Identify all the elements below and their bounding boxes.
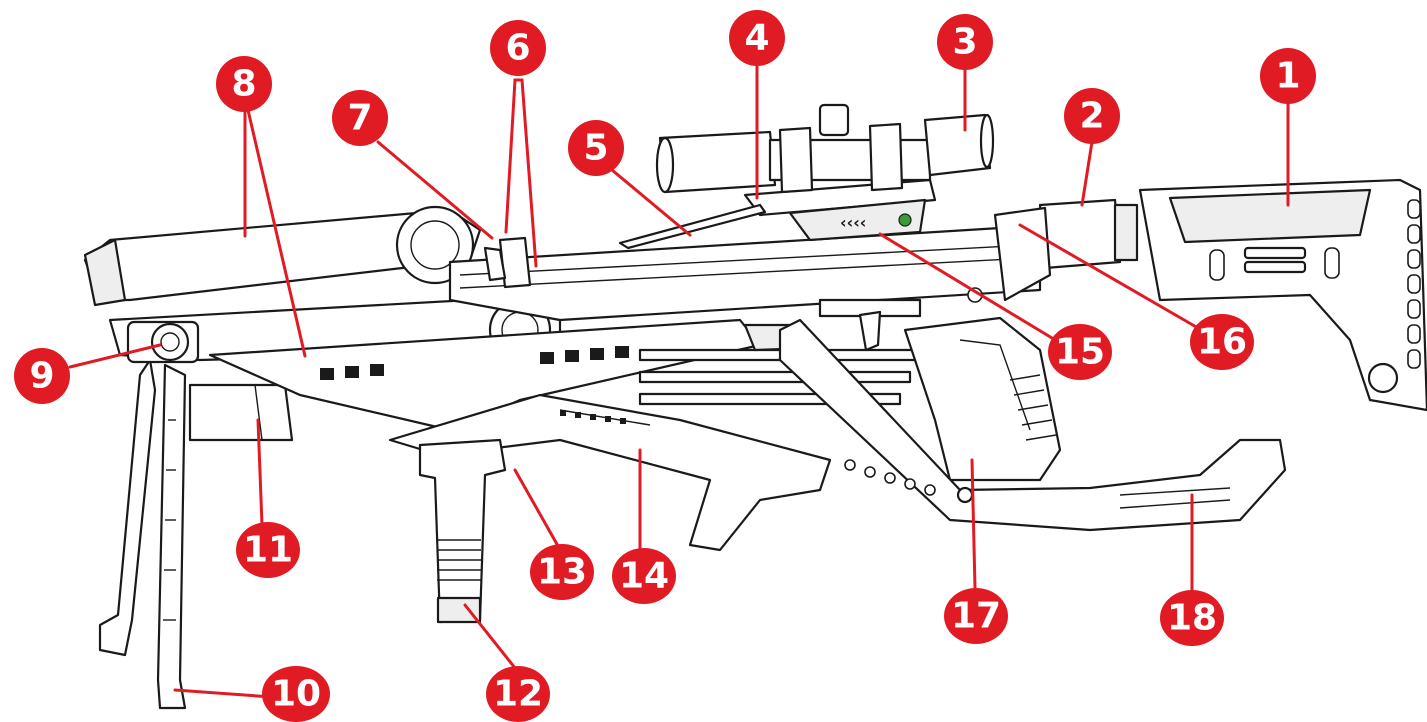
leader-12	[463, 603, 517, 670]
stirrup	[126, 320, 200, 364]
svg-text:7: 7	[347, 98, 372, 139]
vertical-foregrip	[418, 438, 507, 624]
callout-15: 15	[1048, 324, 1112, 380]
callout-17: 17	[944, 588, 1008, 644]
callout-3: 3	[937, 14, 993, 70]
leader-7	[376, 140, 494, 240]
callouts: 1 2 3 4 5 6 7 8	[14, 10, 1316, 722]
stock-brace	[778, 318, 1287, 532]
callout-10: 10	[262, 666, 330, 722]
svg-text:9: 9	[29, 356, 54, 397]
svg-text:8: 8	[231, 64, 256, 105]
trigger	[858, 310, 882, 352]
callout-9: 9	[14, 348, 70, 404]
arrow-retention	[483, 236, 532, 289]
callout-1: 1	[1260, 48, 1316, 104]
cocking-lever	[618, 203, 767, 250]
callout-13: 13	[530, 544, 594, 600]
leader-17	[970, 458, 977, 590]
svg-text:1: 1	[1275, 56, 1300, 97]
callout-7: 7	[332, 90, 388, 146]
leader-15	[878, 232, 1054, 340]
svg-text:11: 11	[243, 530, 293, 571]
leader-9	[68, 343, 162, 369]
callout-11: 11	[236, 522, 300, 578]
svg-text:6: 6	[505, 28, 530, 69]
barrel	[448, 226, 1042, 322]
callout-6: 6	[490, 20, 546, 76]
svg-text:3: 3	[952, 22, 977, 63]
svg-text:15: 15	[1055, 332, 1105, 373]
callout-16: 16	[1190, 314, 1254, 370]
callout-8: 8	[216, 56, 272, 112]
quiver	[188, 383, 294, 442]
svg-text:13: 13	[537, 552, 587, 593]
buffer-tube	[993, 198, 1139, 302]
leader-6	[504, 78, 538, 268]
leader-10	[173, 688, 274, 699]
svg-text:16: 16	[1197, 322, 1247, 363]
lower-frame	[388, 393, 832, 552]
callout-14: 14	[612, 548, 676, 604]
svg-text:2: 2	[1079, 96, 1104, 137]
callout-2: 2	[1064, 88, 1120, 144]
leader-13	[513, 468, 560, 548]
leader-2	[1080, 140, 1094, 207]
svg-text:5: 5	[583, 128, 608, 169]
leader-11	[256, 418, 264, 527]
callout-4: 4	[729, 10, 785, 66]
callout-18: 18	[1160, 590, 1224, 646]
callout-12: 12	[486, 666, 550, 722]
leader-5	[610, 168, 692, 237]
callout-5: 5	[568, 120, 624, 176]
pistol-grip	[903, 316, 1062, 482]
svg-text:‹‹‹‹: ‹‹‹‹	[840, 213, 866, 232]
svg-text:12: 12	[493, 674, 543, 715]
svg-text:4: 4	[744, 18, 769, 59]
svg-text:18: 18	[1167, 598, 1217, 639]
scope-mount: ‹‹‹‹	[743, 178, 937, 242]
bipod	[98, 358, 187, 710]
buttstock	[1138, 178, 1427, 412]
scope	[655, 103, 995, 194]
leader-16	[1018, 223, 1200, 330]
svg-text:14: 14	[619, 556, 669, 597]
svg-text:17: 17	[951, 596, 1001, 637]
svg-text:10: 10	[271, 674, 321, 715]
